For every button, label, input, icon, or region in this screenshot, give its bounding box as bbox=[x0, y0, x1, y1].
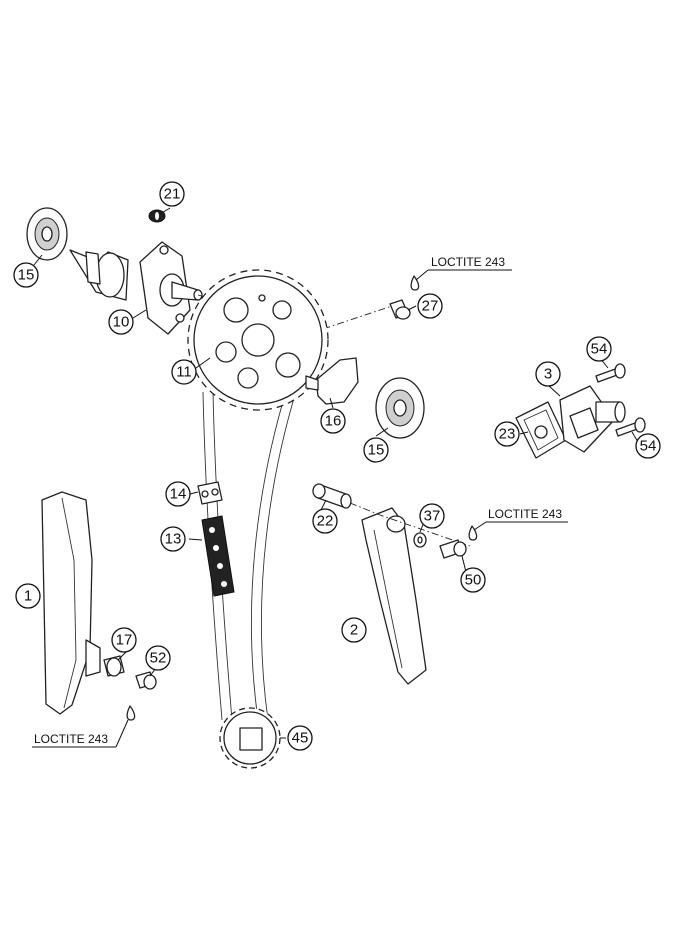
callout-23: 23 bbox=[494, 421, 520, 447]
callout-label: 50 bbox=[465, 572, 482, 589]
crankshaft-sprocket bbox=[219, 707, 281, 769]
callout-54-bottom: 54 bbox=[635, 433, 661, 459]
callout-15-left: 15 bbox=[13, 262, 39, 288]
callout-1: 1 bbox=[15, 583, 41, 609]
guide-bolt bbox=[135, 671, 157, 690]
decompressor-lever bbox=[305, 357, 359, 405]
tensioner-screw-bottom bbox=[615, 417, 646, 437]
loctite-note-top: LOCTITE 243 bbox=[431, 255, 505, 269]
loctite-label: LOCTITE 243 bbox=[488, 507, 562, 521]
callout-label: 15 bbox=[18, 267, 35, 284]
callout-label: 22 bbox=[317, 513, 334, 530]
tensioner-pivot-pin bbox=[312, 483, 352, 509]
loctite-drop-top bbox=[410, 275, 420, 291]
callout-label: 23 bbox=[499, 426, 516, 443]
chain-tensioner bbox=[559, 385, 626, 453]
callout-50: 50 bbox=[460, 567, 486, 593]
callout-54-top: 54 bbox=[586, 336, 612, 362]
callout-37: 45 bbox=[287, 725, 313, 751]
callout-17: 21 bbox=[159, 181, 185, 207]
loctite-label: LOCTITE 243 bbox=[34, 732, 108, 746]
callout-16: 16 bbox=[320, 408, 346, 434]
callout-13: 13 bbox=[160, 526, 186, 552]
loctite-drop-right bbox=[468, 525, 478, 541]
callout-22: 22 bbox=[312, 508, 338, 534]
camshaft-sprocket bbox=[187, 269, 329, 411]
sprocket-screw bbox=[389, 299, 411, 320]
callout-label: 15 bbox=[368, 442, 385, 459]
tensioner-screw-top bbox=[595, 363, 626, 383]
callout-label: 17 bbox=[116, 632, 133, 649]
callout-52: 52 bbox=[145, 645, 171, 671]
callout-15-right: 15 bbox=[363, 437, 389, 463]
axis-line-rail bbox=[349, 502, 471, 547]
callout-label: 54 bbox=[640, 438, 657, 455]
callout-label: 11 bbox=[176, 364, 192, 381]
callout-14: 14 bbox=[165, 481, 191, 507]
callout-27: 37 bbox=[419, 503, 445, 529]
chain-guide-rail bbox=[41, 491, 101, 715]
callout-2: 2 bbox=[341, 617, 367, 643]
callout-label: 27 bbox=[422, 298, 439, 315]
camshaft bbox=[69, 249, 129, 301]
callout-10: 10 bbox=[108, 309, 134, 335]
callout-21: 17 bbox=[111, 627, 137, 653]
guide-bushing bbox=[103, 655, 125, 677]
chain-joint-link bbox=[197, 481, 223, 505]
callout-label: 52 bbox=[150, 650, 167, 667]
tensioner-gasket bbox=[515, 401, 567, 459]
callout-label: 21 bbox=[164, 186, 181, 203]
bearing-left bbox=[26, 207, 68, 261]
callout-label: 3 bbox=[544, 366, 552, 383]
chain-segment bbox=[201, 515, 235, 597]
callout-label: 2 bbox=[350, 622, 358, 639]
callout-label: 13 bbox=[165, 531, 182, 548]
loctite-drop-left bbox=[126, 705, 136, 721]
callout-45: 27 bbox=[417, 293, 443, 319]
callout-label: 45 bbox=[292, 730, 309, 747]
loctite-note-left: LOCTITE 243 bbox=[34, 732, 108, 746]
cam-bearing-plate bbox=[139, 241, 203, 335]
bearing-right bbox=[375, 377, 425, 439]
callout-label: 37 bbox=[424, 508, 441, 525]
callout-label: 54 bbox=[591, 341, 608, 358]
callout-label: 10 bbox=[113, 314, 130, 331]
callout-3: 3 bbox=[535, 361, 561, 387]
washer bbox=[413, 532, 427, 548]
loctite-label: LOCTITE 243 bbox=[431, 255, 505, 269]
callout-11: 11 bbox=[171, 359, 197, 385]
callout-label: 1 bbox=[24, 588, 32, 605]
callout-label: 16 bbox=[325, 413, 342, 430]
loctite-note-right: LOCTITE 243 bbox=[488, 507, 562, 521]
rail-bolt bbox=[439, 539, 467, 559]
callout-label: 14 bbox=[170, 486, 187, 503]
o-ring bbox=[148, 209, 166, 223]
